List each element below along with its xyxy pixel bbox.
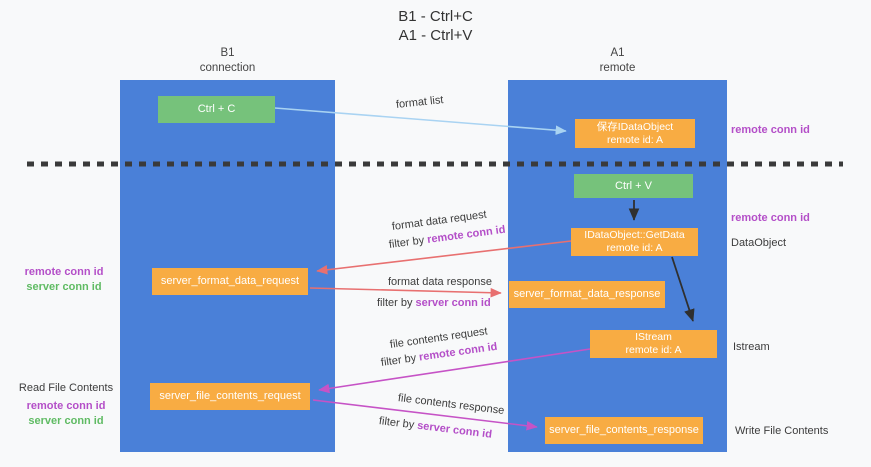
istream-node: IStream remote id: A xyxy=(590,330,717,358)
server-conn-id-key: server conn id xyxy=(415,297,491,309)
title-line-2: A1 - Ctrl+V xyxy=(398,27,473,44)
format-data-response-filter-label: filter by server conn id xyxy=(377,297,491,309)
remote-conn-id-label: remote conn id xyxy=(24,266,104,278)
server-format-data-response-label: server_format_data_response xyxy=(513,288,661,300)
server-conn-id-label: server conn id xyxy=(26,281,102,293)
getdata-line1: IDataObject::GetData xyxy=(584,229,685,241)
getdata-node: IDataObject::GetData remote id: A xyxy=(571,228,698,256)
server-file-contents-request-node: server_file_contents_request xyxy=(150,383,310,410)
file-contents-response-arrow xyxy=(312,399,538,431)
diagram-title: B1 - Ctrl+C A1 - Ctrl+V xyxy=(0,7,871,45)
ctrl-c-node: Ctrl + C xyxy=(158,96,275,123)
server-file-contents-response-node: server_file_contents_response xyxy=(545,417,703,444)
istream-line2: remote id: A xyxy=(625,344,682,356)
left-file-conn-ids: Read File Contents remote conn id server… xyxy=(14,381,118,429)
save-dataobject-line1: 保存IDataObject xyxy=(596,120,674,133)
lane-a1-name: A1 xyxy=(610,47,625,59)
getdata-to-istream-arrow xyxy=(671,256,695,322)
lane-header-b1: B1 connection xyxy=(120,46,335,76)
write-file-contents-label: Write File Contents xyxy=(735,425,829,437)
format-data-response-label: format data response xyxy=(388,276,492,288)
remote-conn-id-label: remote conn id xyxy=(26,400,106,412)
format-list-arrow xyxy=(274,107,567,135)
file-contents-request-arrow xyxy=(318,348,591,394)
remote-conn-id-label: remote conn id xyxy=(731,212,810,224)
getdata-line2: remote id: A xyxy=(606,242,663,254)
lane-a1-role: remote xyxy=(599,62,636,74)
server-format-data-request-node: server_format_data_request xyxy=(152,268,308,295)
server-file-contents-request-label: server_file_contents_request xyxy=(159,390,301,402)
istream-line1: IStream xyxy=(635,331,672,343)
lane-header-a1: A1 remote xyxy=(508,46,727,76)
left-format-conn-ids: remote conn id server conn id xyxy=(18,265,110,295)
dataobject-label: DataObject xyxy=(731,237,787,249)
read-file-contents-label: Read File Contents xyxy=(18,382,114,394)
save-dataobject-line2: remote id: A xyxy=(606,133,664,146)
lane-b1-name: B1 xyxy=(220,47,235,59)
ctrl-c-label: Ctrl + C xyxy=(197,103,236,115)
format-data-request-arrow xyxy=(316,240,572,275)
format-data-response-arrow xyxy=(309,287,502,298)
istream-side-label: Istream xyxy=(733,341,770,353)
title-line-1: B1 - Ctrl+C xyxy=(398,8,473,25)
ctrl-v-label: Ctrl + V xyxy=(615,179,652,192)
server-format-data-response-node: server_format_data_response xyxy=(509,281,665,308)
filter-by-text: filter by xyxy=(377,297,416,309)
lane-b1-role: connection xyxy=(199,62,256,74)
remote-conn-id-label: remote conn id xyxy=(731,124,810,136)
server-format-data-request-label: server_format_data_request xyxy=(160,275,300,287)
server-file-contents-response-label: server_file_contents_response xyxy=(549,424,699,436)
save-dataobject-node: 保存IDataObject remote id: A xyxy=(575,119,695,148)
ctrl-v-node: Ctrl + V xyxy=(574,174,693,198)
server-conn-id-label: server conn id xyxy=(28,415,104,427)
